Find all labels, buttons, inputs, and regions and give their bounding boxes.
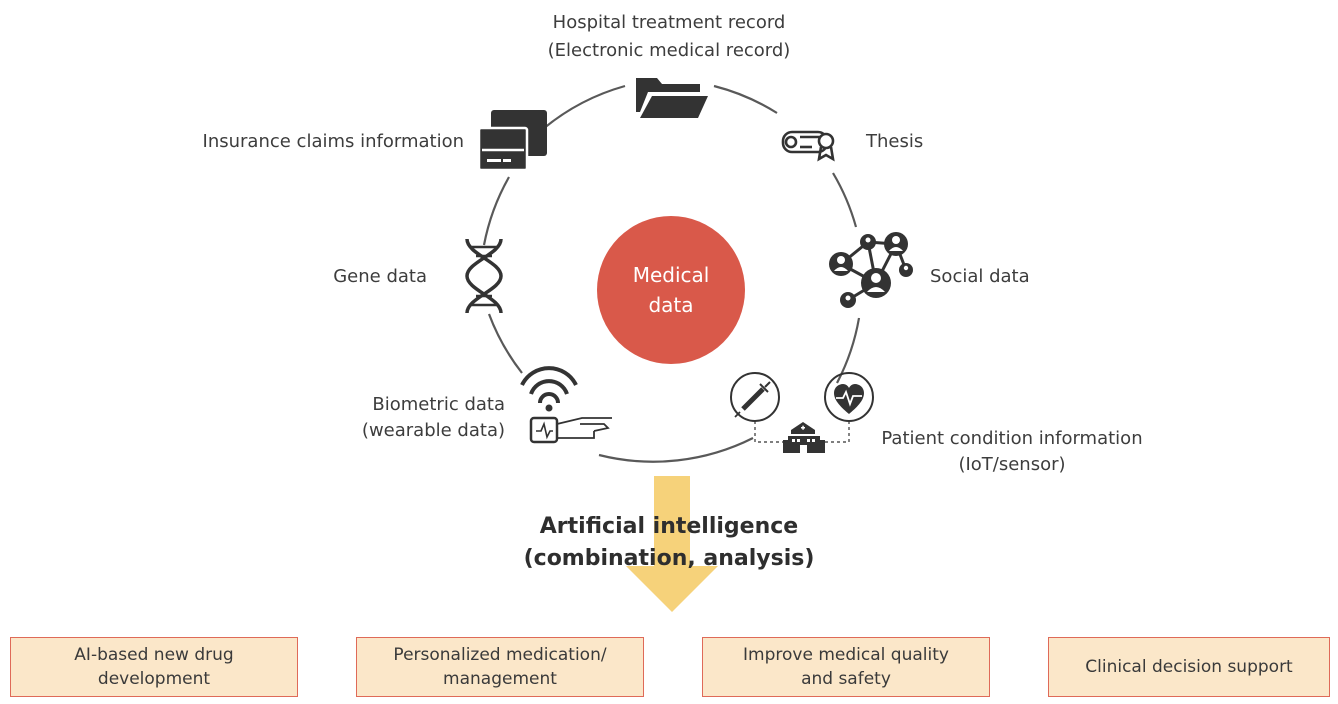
social-data-label: Social data [930,266,1030,287]
biometric-sublabel: (wearable data) [361,420,505,441]
outcome-box-clinical-decision: Clinical decision support [1048,637,1330,697]
outcome-box-quality-safety: Improve medical quality and safety [702,637,990,697]
outcome-label: Clinical decision support [1085,657,1293,677]
data-ring [482,84,861,463]
thesis-label: Thesis [866,131,924,152]
wallet-card-icon [477,110,547,172]
wearable-wifi-icon [520,366,612,444]
insurance-label: Insurance claims information [202,131,464,152]
social-network-icon [829,232,913,308]
heart-pulse-icon [824,372,874,422]
gene-data-label: Gene data [333,266,427,287]
medical-data-circle: Medical data [597,216,745,364]
hospital-icon [783,422,825,453]
syringe-icon [730,372,780,422]
folder-icon [636,78,708,118]
patient-condition-label: Patient condition information [881,428,1143,449]
diploma-scroll-icon [781,130,835,162]
outcome-box-drug-development: AI-based new drug development [10,637,298,697]
ai-title: Artificial intelligence (combination, an… [523,514,815,571]
outcome-label: Personalized medication/ management [393,645,607,689]
sensor-connector [754,421,850,443]
medical-data-label: Medical data [632,263,710,317]
ai-arrow [626,476,718,612]
outcome-label: Improve medical quality and safety [743,645,949,689]
hospital-record-label: Hospital treatment record [552,12,786,33]
biometric-label: Biometric data [372,394,505,415]
hospital-record-sublabel: (Electronic medical record) [547,40,791,61]
patient-condition-sublabel: (IoT/sensor) [958,454,1066,475]
outcome-box-personalized-medication: Personalized medication/ management [356,637,644,697]
dna-icon [465,238,503,314]
outcome-label: AI-based new drug development [74,645,234,689]
